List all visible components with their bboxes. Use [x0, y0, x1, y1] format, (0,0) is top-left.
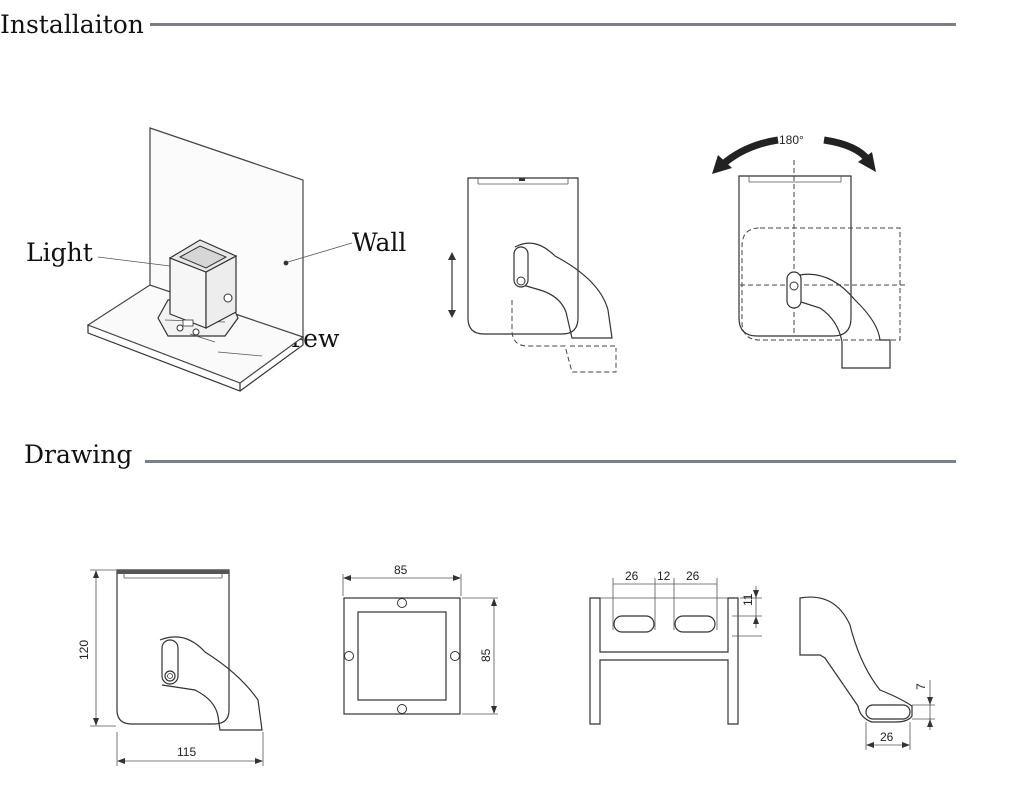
dim-front-height: 85	[479, 648, 493, 662]
front-frame-outer	[343, 597, 461, 715]
rotation-arm	[799, 273, 891, 369]
front-frame-inner	[357, 611, 447, 701]
tilt-slot	[513, 246, 529, 288]
light-lens	[178, 245, 228, 269]
drawing-divider	[145, 460, 956, 463]
dim-arm-slot-height: 7	[914, 683, 928, 690]
arm-profile	[799, 596, 913, 723]
fix-screw-right	[192, 328, 200, 336]
dim-arm-slot-width: 26	[880, 730, 894, 744]
dim-bracket-left-slot: 26	[625, 569, 639, 583]
dim-side-width: 115	[177, 745, 196, 759]
bracket-body	[589, 597, 739, 725]
front-view-drawing: 85 85	[342, 563, 498, 715]
arm-slot	[865, 704, 911, 720]
tilt-bracket-plate	[467, 177, 579, 335]
rotation-angle-label: 180°	[779, 133, 804, 147]
side-bracket-plate	[116, 569, 230, 725]
dim-bracket-right-slot: 26	[686, 569, 700, 583]
wall-callout: Wall	[352, 228, 407, 257]
wall-point-marker	[283, 260, 289, 266]
side-view-drawing: 120 115	[77, 569, 264, 766]
rotation-view: 180°	[712, 133, 905, 369]
dim-bracket-top: 11	[741, 593, 755, 606]
dim-bracket-gap: 12	[657, 569, 671, 583]
dim-side-height: 120	[77, 640, 91, 660]
bracket-slot-right	[674, 615, 716, 633]
light-callout: Light	[26, 238, 93, 267]
dim-front-width: 85	[394, 563, 408, 577]
side-arm	[159, 636, 263, 731]
rotate-arrow-left	[719, 136, 779, 168]
installation-title: Installaiton	[0, 10, 144, 39]
rotation-bracket-plate	[738, 175, 852, 337]
tilt-arm	[514, 242, 613, 339]
rotate-arrow-right	[823, 136, 871, 163]
installation-divider	[150, 23, 956, 26]
tilt-adjustment-view	[448, 177, 617, 373]
rotation-alt-plate	[741, 227, 901, 341]
isometric-installation-scene	[86, 127, 353, 392]
arm-view-drawing: 7 26	[799, 596, 935, 750]
bracket-slot-left	[613, 615, 655, 633]
drawing-title: Drawing	[24, 440, 133, 469]
bracket-view-drawing: 26 12 26 11	[589, 569, 762, 725]
tilt-alt-position	[511, 300, 617, 373]
fix-screw-left	[176, 324, 184, 332]
